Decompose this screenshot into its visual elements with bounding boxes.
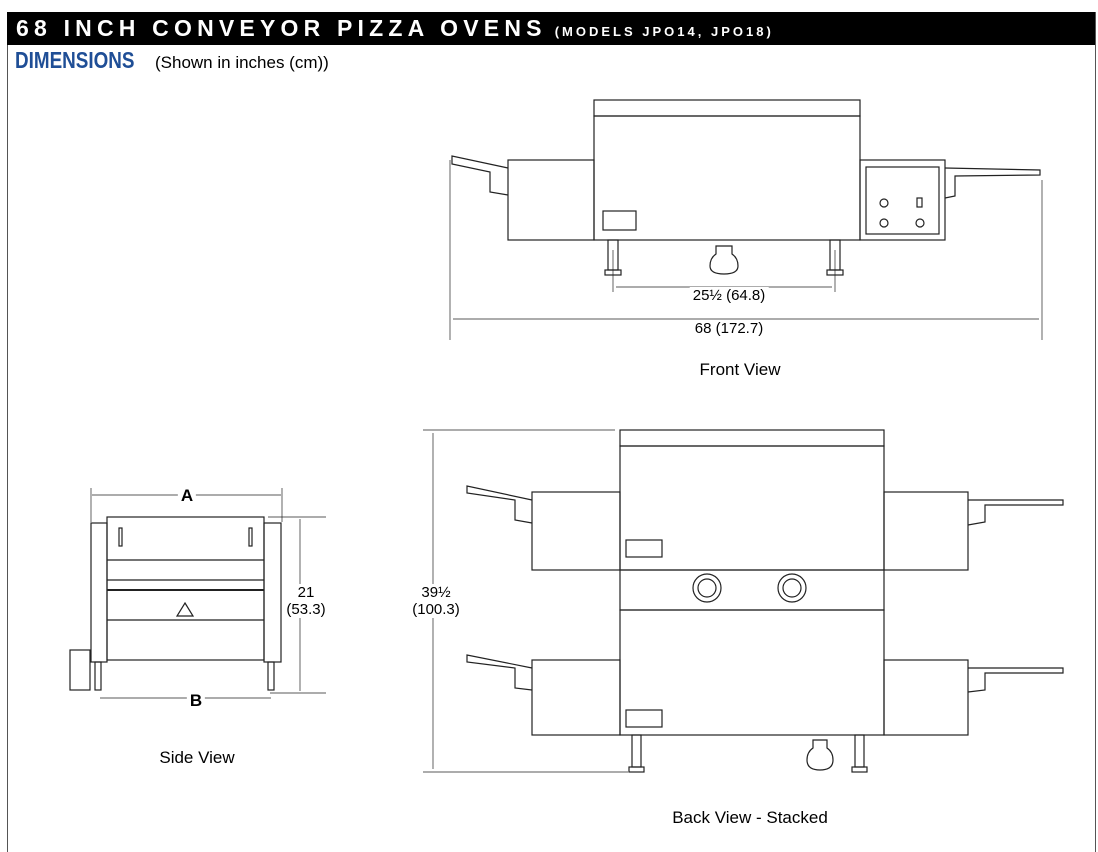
side-view-caption: Side View bbox=[159, 748, 235, 767]
back-view-drawing bbox=[423, 429, 1064, 773]
side-view-drawing bbox=[69, 488, 326, 699]
title-bar: 68 INCH CONVEYOR PIZZA OVENS (MODELS JPO… bbox=[7, 12, 1095, 45]
page-frame bbox=[7, 12, 1096, 852]
units-note: (Shown in inches (cm)) bbox=[155, 53, 329, 72]
stacked-height-dimension: 39½ (100.3) bbox=[409, 584, 463, 618]
dimension-a-label: A bbox=[177, 487, 197, 504]
back-view-caption: Back View - Stacked bbox=[672, 808, 828, 827]
side-height-dimension: 21 (53.3) bbox=[283, 584, 329, 618]
leg-spacing-dimension: 25½ (64.8) bbox=[689, 287, 769, 304]
front-view-drawing bbox=[449, 99, 1043, 340]
dimension-b-label: B bbox=[186, 692, 206, 709]
stacked-height-cm: (100.3) bbox=[412, 601, 460, 618]
overall-width-dimension: 68 (172.7) bbox=[691, 320, 767, 337]
section-heading: DIMENSIONS (Shown in inches (cm)) bbox=[15, 47, 329, 74]
models-subtitle: (MODELS JPO14, JPO18) bbox=[554, 24, 774, 39]
side-height-cm: (53.3) bbox=[286, 601, 326, 618]
side-height-inches: 21 bbox=[297, 584, 315, 601]
stacked-height-inches: 39½ bbox=[421, 584, 451, 601]
section-title: DIMENSIONS bbox=[15, 47, 135, 73]
front-view-caption: Front View bbox=[699, 360, 781, 379]
page-title: 68 INCH CONVEYOR PIZZA OVENS bbox=[16, 15, 547, 41]
